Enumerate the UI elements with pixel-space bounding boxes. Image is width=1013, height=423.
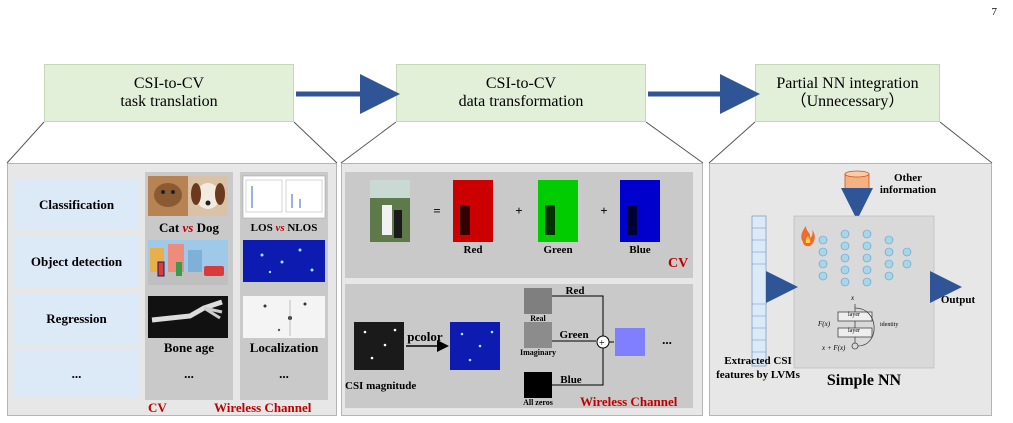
bone-age-label: Bone age <box>163 340 215 355</box>
more-channels: ... <box>662 332 672 347</box>
trapezoid-2 <box>340 121 704 164</box>
cv-more: ... <box>184 366 194 381</box>
green-channel-image <box>538 180 578 242</box>
page-number: 7 <box>991 6 998 18</box>
stage-subtitle: （Unnecessary） <box>790 93 905 110</box>
database-icon <box>844 170 870 198</box>
res-layer1-label: layer <box>848 312 860 318</box>
red-path <box>552 295 604 336</box>
wireless-channel-label: Wireless Channel <box>580 394 678 409</box>
pcolor-image <box>450 322 500 370</box>
stage-data-transformation: CSI-to-CV data transformation <box>396 64 646 122</box>
street-scene-image <box>148 240 228 285</box>
all-zeros-label: All zeros <box>523 398 553 407</box>
real-component <box>524 288 552 314</box>
real-label: Real <box>530 314 546 323</box>
localization-map <box>243 296 325 338</box>
cat-word: Cat <box>159 220 180 235</box>
blue-channel-label: Blue <box>629 244 651 256</box>
equals-sign: = <box>433 203 441 218</box>
residual-block <box>837 304 875 350</box>
red-channel-label: Red <box>463 244 483 256</box>
task-object-detection: Object detection <box>14 236 139 288</box>
stage-title: Partial NN integration <box>776 75 919 92</box>
cat-dog-image <box>148 176 228 216</box>
cat-vs-dog-label: Cat vs Dog <box>145 220 233 236</box>
cv-footer-label: CV <box>148 400 167 415</box>
imaginary-label: Imaginary <box>520 348 556 357</box>
feature-vector <box>751 215 767 367</box>
localization-label: Localization <box>249 340 319 355</box>
fire-icon <box>801 226 815 247</box>
green-path-label: Green <box>559 329 589 341</box>
green-channel-label: Green <box>543 244 573 256</box>
stage-title: CSI-to-CV <box>485 75 557 92</box>
imaginary-component <box>524 322 552 348</box>
other-information-label: Other information <box>879 172 937 196</box>
vs-word: vs <box>182 220 194 235</box>
wireless-footer-label: Wireless Channel <box>214 400 312 415</box>
res-sum-label: x + F(x) <box>822 344 846 352</box>
res-x-label: x <box>851 294 855 302</box>
simple-nn-box <box>793 215 935 369</box>
dog-word: Dog <box>196 220 219 235</box>
stage-subtitle: task translation <box>120 93 218 110</box>
nn-graph <box>818 229 912 287</box>
blue-channel-image <box>620 180 660 242</box>
plus-sign-1: + <box>515 203 523 218</box>
plus-sign-2: + <box>600 203 608 218</box>
stage-subtitle: data transformation <box>458 93 584 110</box>
task-more: ... <box>14 350 139 398</box>
cv-label: CV <box>668 256 689 271</box>
res-layer2-label: layer <box>848 328 860 334</box>
wedding-photo <box>370 180 410 242</box>
nlos-word: NLOS <box>287 222 318 234</box>
extracted-features-label: Extracted CSI features by LVMs <box>716 355 800 381</box>
stage-task-translation: CSI-to-CV task translation <box>44 64 294 122</box>
res-identity-label: identity <box>880 322 899 328</box>
output-label: Output <box>940 294 976 306</box>
csi-magnitude-label: CSI magnitude <box>345 380 417 392</box>
pcolor-label: pcolor <box>407 329 443 344</box>
task-regression: Regression <box>14 293 139 345</box>
stage-title: CSI-to-CV <box>133 75 205 92</box>
vs-word: vs <box>275 222 285 234</box>
res-fx-label: F(x) <box>818 320 831 328</box>
blue-path-label: Blue <box>560 374 582 386</box>
trapezoid-1 <box>6 121 338 164</box>
stage-nn-integration: Partial NN integration （Unnecessary） <box>755 64 940 122</box>
detection-heatmap <box>243 240 325 282</box>
task-classification: Classification <box>14 180 139 230</box>
red-path-label: Red <box>565 285 585 297</box>
trapezoid-3 <box>708 121 993 164</box>
sum-symbol: + <box>599 338 605 349</box>
csi-magnitude-image <box>354 322 404 370</box>
los-vs-nlos-label: LOS vs NLOS <box>240 222 328 234</box>
simple-nn-label: Simple NN <box>826 372 902 389</box>
red-channel-image <box>453 180 493 242</box>
all-zeros-component <box>524 372 552 398</box>
los-nlos-plots <box>242 175 326 219</box>
wireless-more: ... <box>279 366 289 381</box>
los-word: LOS <box>250 222 273 234</box>
xray-image <box>148 296 228 338</box>
combined-image <box>615 328 645 356</box>
blue-path <box>552 348 604 386</box>
